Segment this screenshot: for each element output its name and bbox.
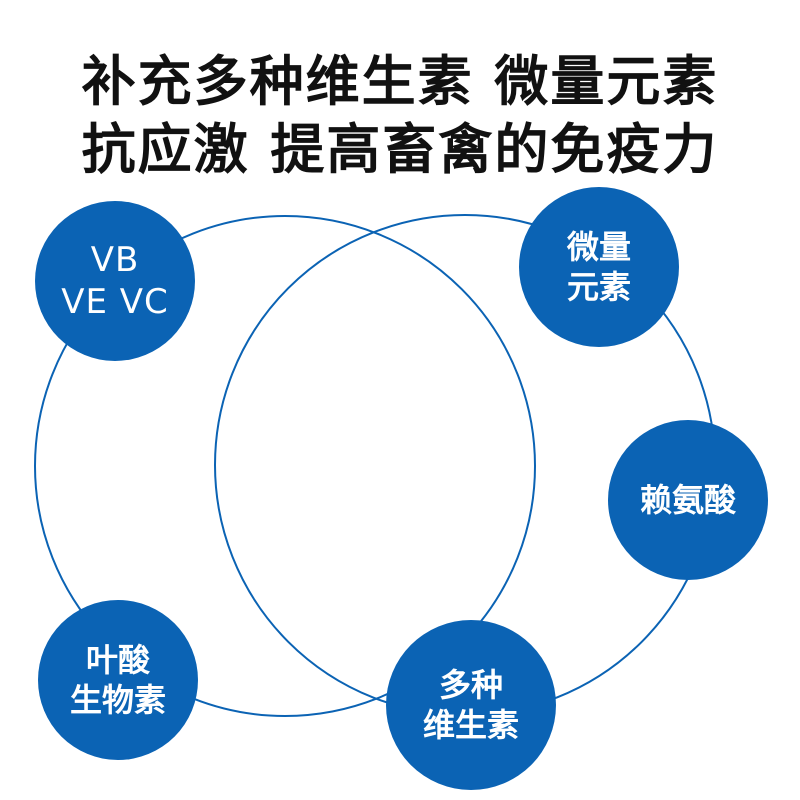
trace-elements-bubble-line-2: 元素 <box>566 268 631 306</box>
multivitamin-bubble-line-1: 多种 <box>438 666 503 704</box>
folate-biotin-bubble: 叶酸 生物素 <box>38 600 198 760</box>
headline-line-1: 补充多种维生素 微量元素 <box>81 50 719 113</box>
headline-line-2: 抗应激 提高畜禽的免疫力 <box>81 118 719 181</box>
left-ring <box>34 215 536 717</box>
lysine-bubble-label: 赖氨酸 <box>639 481 736 519</box>
folate-biotin-bubble-line-1: 叶酸 <box>85 641 150 679</box>
trace-elements-bubble: 微量 元素 <box>519 187 679 347</box>
vitamins-bubble-line-1: VB <box>90 240 140 280</box>
folate-biotin-bubble-line-2: 生物素 <box>69 681 166 719</box>
trace-elements-bubble-line-1: 微量 <box>566 228 631 266</box>
vitamins-bubble: VB VE VC <box>35 201 195 361</box>
vitamins-bubble-line-2: VE VC <box>61 282 169 322</box>
multivitamin-bubble: 多种 维生素 <box>386 620 556 790</box>
lysine-bubble: 赖氨酸 <box>608 420 768 580</box>
multivitamin-bubble-line-2: 维生素 <box>422 706 519 744</box>
